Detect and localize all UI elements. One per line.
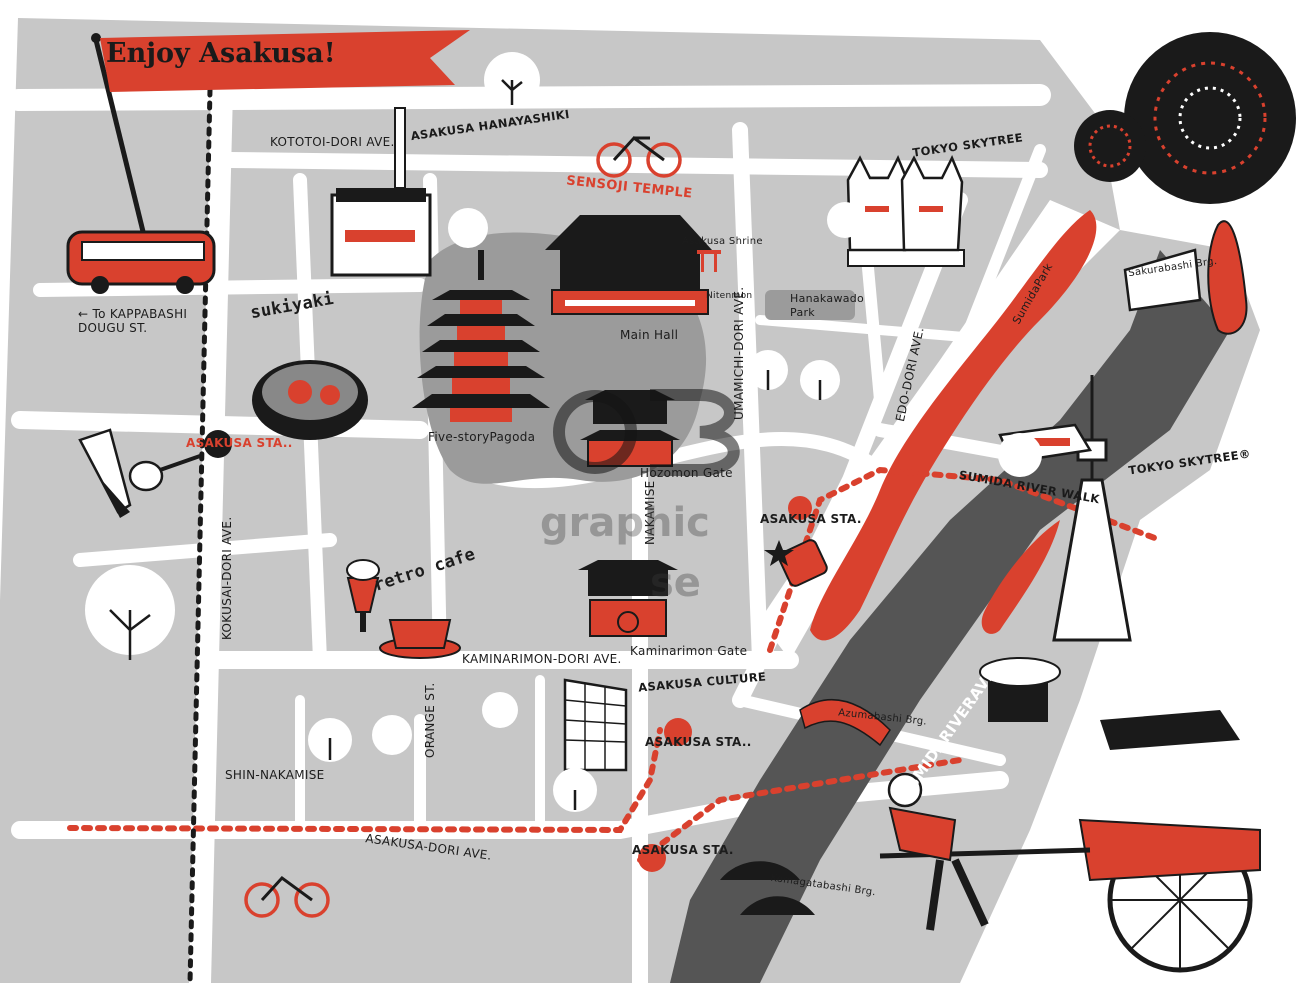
temple-icon xyxy=(545,215,712,315)
watermark-text-1: graphic xyxy=(540,500,710,546)
culture-center-icon xyxy=(563,678,628,772)
label-main-hall: Main Hall xyxy=(620,328,679,342)
label-asakusa-shrine: Asakusa Shrine xyxy=(682,236,763,247)
label-hozomon: Hozomon Gate xyxy=(640,466,733,480)
bicycle-bottom-icon xyxy=(244,875,330,918)
maneki-neko-icon xyxy=(846,154,965,267)
parfait-icon xyxy=(346,559,380,632)
knife-icon xyxy=(78,428,201,518)
sakurabashi-bridge-icon xyxy=(1123,248,1202,312)
komagatabashi-bridge-icon xyxy=(720,861,800,880)
map-title: Enjoy Asakusa! xyxy=(106,38,336,69)
label-kaminarimon-gate: Kaminarimon Gate xyxy=(630,644,748,658)
label-pagoda: Five-storyPagoda xyxy=(428,430,536,444)
street-orange: ORANGE ST. xyxy=(423,682,437,758)
station-east-marker xyxy=(788,496,812,520)
watermark-logo xyxy=(553,389,740,476)
street-shin-nakamise: SHIN-NAKAMISE xyxy=(225,768,325,782)
rickshaw-icon xyxy=(879,710,1261,973)
kappabashi-direction: ← To KAPPABASHI DOUGU ST. xyxy=(78,307,188,335)
street-kokusai: KOKUSAI-DORI AVE. xyxy=(220,516,234,640)
star-icon xyxy=(764,540,794,566)
hanakawado-park-area xyxy=(765,290,855,320)
label-hanakawado: Hanakawado Park xyxy=(790,292,865,319)
train-route xyxy=(67,466,1163,863)
kappabashi-label: To KAPPABASHI DOUGU ST. xyxy=(78,307,188,335)
station-south-label: ASAKUSA STA. xyxy=(632,843,734,857)
street-kototoi: KOTOTOI-DORI AVE. xyxy=(270,135,395,149)
station-south-mid-label: ASAKUSA STA.. xyxy=(645,735,752,749)
basket-icon xyxy=(979,657,1061,722)
station-west-marker xyxy=(204,430,232,458)
station-south-mid-marker xyxy=(664,718,692,746)
azumabashi-bridge-icon xyxy=(799,698,891,747)
kaminarimon-gate-icon xyxy=(578,560,678,637)
bus-icon xyxy=(66,230,216,294)
red-tower-icon xyxy=(1207,220,1248,335)
cherry-trees xyxy=(810,210,1097,641)
watermark-text-2: se xyxy=(650,560,701,606)
title-flag xyxy=(91,30,470,261)
pagoda-icon xyxy=(412,250,550,422)
street-kaminarimon: KAMINARIMON-DORI AVE. xyxy=(462,652,622,666)
hanayashiki-building-icon xyxy=(330,107,432,277)
street-umamichi: UMAMICHI-DORI AVE. xyxy=(732,286,746,420)
bicycle-icon xyxy=(596,135,682,178)
coffee-cup-icon xyxy=(379,619,461,659)
station-east-label: ASAKUSA STA. xyxy=(760,512,862,526)
label-nitenmon: Nitenmon xyxy=(706,291,753,301)
torii-icon xyxy=(697,250,721,272)
fireworks-icon xyxy=(1074,32,1296,204)
sumida-river xyxy=(670,250,1230,983)
station-west-label: ASAKUSA STA.. xyxy=(186,436,293,450)
station-south-marker xyxy=(638,844,666,872)
sukiyaki-pot-icon xyxy=(252,360,368,440)
